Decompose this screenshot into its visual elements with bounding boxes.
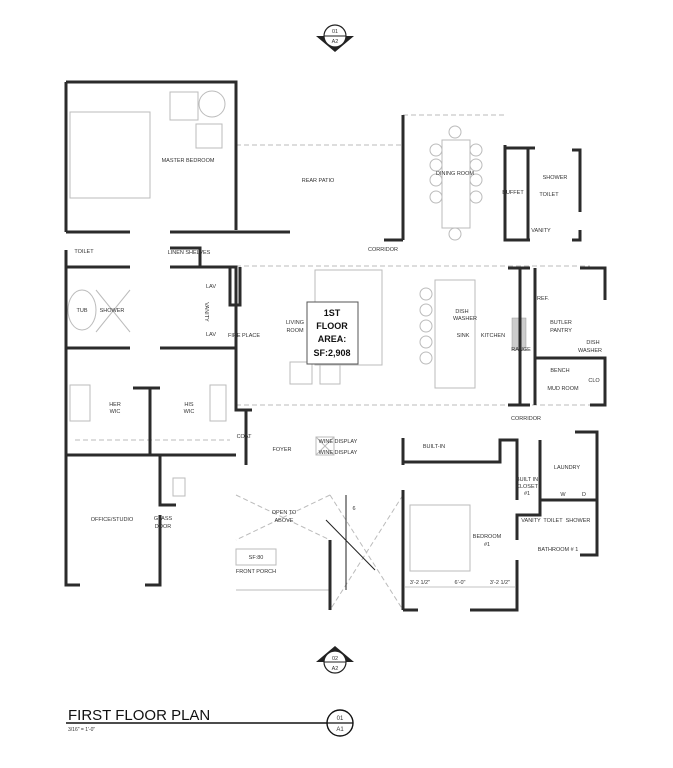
label-washer-w: W: [560, 492, 566, 498]
label-vanity-master: VANITY: [203, 302, 209, 322]
marker-number: 01: [337, 716, 344, 722]
label-dish: DISH: [455, 309, 468, 315]
area-line2: FLOOR: [316, 321, 348, 331]
label-wine-display: WINE DISPLAY: [319, 439, 358, 445]
label-bathroom: BATHROOM # 1: [538, 547, 579, 553]
label-vanity: VANITY: [531, 228, 551, 234]
label-her: HER: [109, 402, 121, 408]
title-marker[interactable]: 01 A1: [326, 709, 354, 737]
dimension-left: 3'-2 1/2": [410, 580, 430, 586]
drawing-scale: 3/16" = 1'-0": [68, 727, 95, 733]
label-wic: WIC: [184, 409, 195, 415]
label-kitchen: KITCHEN: [481, 333, 505, 339]
dimensions: 3'-2 1/2" 6'-0" 3'-2 1/2": [405, 580, 515, 588]
label-corridor-mid: CORRIDOR: [511, 416, 541, 422]
label-foyer: FOYER: [273, 447, 292, 453]
dimension-center: 6'-0": [455, 580, 466, 586]
walls: [64, 80, 607, 612]
furniture-and-dashed-lines: [67, 90, 590, 611]
label-pantry: PANTRY: [550, 328, 572, 334]
marker-sheet: A2: [332, 39, 339, 45]
section-marker-bottom[interactable]: 02 A2: [316, 646, 354, 674]
label-stair-count: 6: [352, 506, 355, 512]
label-rear-patio: REAR PATIO: [302, 178, 335, 184]
label-living: LIVING: [286, 320, 304, 326]
title-block: FIRST FLOOR PLAN 3/16" = 1'-0" 01 A1: [66, 707, 354, 737]
label-porch-area: SF:80: [249, 555, 264, 561]
label-wic: WIC: [110, 409, 121, 415]
label-built-in-closet: CLOSET: [516, 484, 539, 490]
label-buffet: BUFFET: [502, 190, 524, 196]
label-shower-master: SHOWER: [100, 308, 125, 314]
label-toilet-bath: TOILET: [543, 518, 563, 524]
drawing-title: FIRST FLOOR PLAN: [68, 707, 210, 724]
label-mud-room: MUD ROOM: [547, 386, 579, 392]
label-ref: REF.: [537, 296, 549, 302]
floor-area-box: 1ST FLOOR AREA: SF:2,908: [306, 301, 359, 365]
marker-sheet: A1: [336, 727, 344, 733]
label-above: ABOVE: [275, 518, 294, 524]
label-front-porch: FRONT PORCH: [236, 569, 276, 575]
marker-sheet: A2: [332, 666, 339, 672]
label-washer: WASHER: [453, 316, 477, 322]
label-fire-place: FIRE PLACE: [228, 333, 260, 339]
label-sink: SINK: [457, 333, 470, 339]
label-vanity-bath: VANITY: [521, 518, 541, 524]
label-glass: GLASS: [154, 516, 173, 522]
label-master-bedroom: MASTER BEDROOM: [162, 158, 215, 164]
label-dish2: DISH: [586, 340, 599, 346]
label-shower-bath: SHOWER: [566, 518, 591, 524]
label-built-in-closet: BUILT IN: [516, 477, 538, 483]
label-toilet: TOILET: [539, 192, 559, 198]
label-built-in: BUILT-IN: [423, 444, 445, 450]
label-shower: SHOWER: [543, 175, 568, 181]
label-built-in-closet: #1: [524, 491, 530, 497]
label-corridor: CORRIDOR: [368, 247, 398, 253]
label-clo: CLO: [588, 378, 600, 384]
label-bedroom-number: #1: [484, 542, 490, 548]
room-labels: MASTER BEDROOM REAR PATIO DINING ROOM BU…: [74, 158, 602, 575]
label-open-to: OPEN TO: [272, 510, 297, 516]
label-laundry: LAUNDRY: [554, 465, 581, 471]
label-office-studio: OFFICE/STUDIO: [91, 517, 134, 523]
label-bedroom: BEDROOM: [473, 534, 502, 540]
label-wine-display: WINE DISPLAY: [319, 450, 358, 456]
label-coat: COAT: [237, 434, 253, 440]
label-door: DOOR: [155, 524, 172, 530]
section-marker-top[interactable]: 01 A2: [316, 24, 354, 52]
area-line1: 1ST: [324, 308, 341, 318]
label-range: RANGE: [511, 347, 531, 353]
label-tub: TUB: [77, 308, 88, 314]
label-bench: BENCH: [550, 368, 569, 374]
area-line3: AREA:: [318, 334, 347, 344]
label-dryer-d: D: [582, 492, 586, 498]
label-room: ROOM: [286, 328, 304, 334]
label-lav: LAV: [206, 332, 216, 338]
area-line4: SF:2,908: [313, 348, 350, 358]
label-butler: BUTLER: [550, 320, 572, 326]
label-washer2: WASHER: [578, 348, 602, 354]
label-linen-shelves: LINEN SHELVES: [168, 250, 211, 256]
label-his: HIS: [184, 402, 194, 408]
marker-number: 01: [332, 29, 338, 35]
label-toilet-master: TOILET: [74, 249, 94, 255]
label-lav: LAV: [206, 284, 216, 290]
label-dining-room: DINING ROOM: [436, 171, 474, 177]
marker-number: 02: [332, 656, 338, 662]
dimension-right: 3'-2 1/2": [490, 580, 510, 586]
